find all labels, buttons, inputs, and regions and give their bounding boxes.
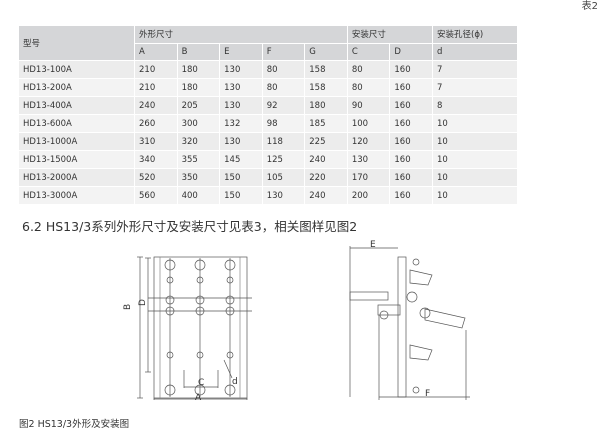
table-cell: 160	[389, 168, 433, 187]
section-heading: 6.2 HS13/3系列外形尺寸及安装尺寸见表3，相关图样见图2	[22, 219, 358, 234]
table-cell: 185	[304, 114, 348, 133]
table-cell: 10	[432, 132, 518, 151]
table-cell: 7	[432, 60, 518, 79]
table-cell: 130	[346, 150, 391, 169]
column-header: G	[304, 42, 348, 61]
table-tag: 表2	[581, 1, 598, 12]
table-cell: 80	[261, 60, 306, 79]
table-cell: HD13-100A	[18, 60, 135, 79]
header-group-outline: 外形尺寸	[134, 25, 348, 44]
table-cell: 520	[134, 168, 178, 187]
table-cell: 150	[219, 168, 263, 187]
column-header: D	[389, 42, 433, 61]
table-cell: 350	[176, 168, 221, 187]
figure-caption: 图2 HS13/3外形及安装图	[19, 419, 130, 430]
label-C: C	[198, 378, 204, 388]
front-view	[137, 256, 252, 400]
table-cell: 355	[176, 150, 221, 169]
table-cell: 220	[304, 168, 348, 187]
table-cell: HD13-1500A	[18, 150, 135, 169]
table-cell: HD13-3000A	[18, 186, 135, 205]
table-cell: 130	[219, 60, 263, 79]
table-cell: 130	[219, 78, 263, 97]
table-cell: 160	[389, 186, 433, 205]
table-cell: 200	[346, 186, 391, 205]
table-cell: 7	[432, 78, 518, 97]
table-cell: HD13-600A	[18, 114, 135, 133]
header-group-install: 安装尺寸	[346, 25, 434, 44]
table-cell: 158	[304, 78, 348, 97]
table-cell: 130	[219, 96, 263, 115]
table-cell: 210	[134, 78, 178, 97]
table-cell: 10	[432, 186, 518, 205]
header-model: 型号	[18, 25, 135, 61]
table-cell: 400	[176, 186, 221, 205]
table-cell: 160	[389, 78, 433, 97]
label-A: A	[195, 393, 202, 403]
table-cell: 105	[261, 168, 306, 187]
table-cell: 225	[304, 132, 348, 151]
table-cell: 10	[432, 168, 518, 187]
table-cell: 80	[261, 78, 306, 97]
label-D: D	[138, 299, 148, 306]
table-cell: 320	[176, 132, 221, 151]
table-cell: 120	[346, 132, 391, 151]
label-d: d	[232, 377, 238, 387]
label-E: E	[370, 240, 376, 250]
table-cell: 100	[346, 114, 391, 133]
side-view	[349, 246, 470, 400]
column-header: A	[134, 42, 178, 61]
table-cell: 180	[176, 78, 221, 97]
column-header: F	[261, 42, 306, 61]
table-cell: 300	[176, 114, 221, 133]
table-cell: 240	[304, 186, 348, 205]
column-header: E	[219, 42, 263, 61]
table-cell: HD13-1000A	[18, 132, 135, 151]
table-cell: 240	[134, 96, 178, 115]
table-cell: 118	[261, 132, 306, 151]
table-cell: HD13-400A	[18, 96, 135, 115]
label-F: F	[425, 389, 430, 399]
table-cell: 560	[134, 186, 178, 205]
table-cell: 160	[389, 114, 433, 133]
label-B: B	[123, 304, 133, 310]
table-cell: 180	[176, 60, 221, 79]
table-cell: HD13-200A	[18, 78, 135, 97]
